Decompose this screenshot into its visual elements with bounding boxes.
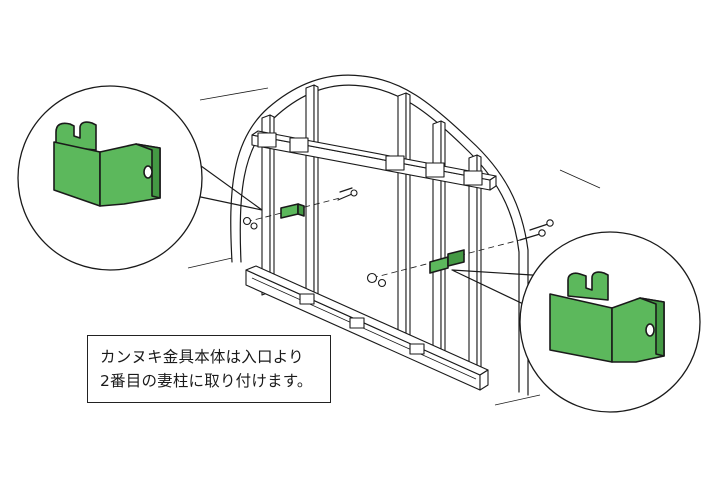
caption-box: カンヌキ金具本体は入口より 2番目の妻柱に取り付けます。 — [87, 335, 331, 403]
ground-line-top — [199, 87, 269, 101]
caption-line-1: カンヌキ金具本体は入口より — [100, 348, 304, 366]
left-bracket-detail — [17, 85, 203, 271]
caption-line-2: 2番目の妻柱に取り付けます。 — [100, 372, 313, 390]
ground-line-bottom — [494, 394, 541, 406]
ground-line-left — [187, 257, 233, 269]
right-callout-pointer — [451, 269, 549, 313]
nut — [242, 216, 387, 288]
ground-line-right — [559, 169, 601, 189]
left-callout-pointer — [189, 157, 263, 211]
bolt — [337, 187, 554, 241]
bracket-on-post-right — [429, 249, 465, 274]
bracket-on-post-left — [280, 203, 305, 219]
mounting-guides — [245, 197, 521, 279]
right-bracket-detail — [519, 231, 701, 413]
bottom-rail — [245, 265, 489, 391]
horizontal-beam — [251, 130, 497, 191]
